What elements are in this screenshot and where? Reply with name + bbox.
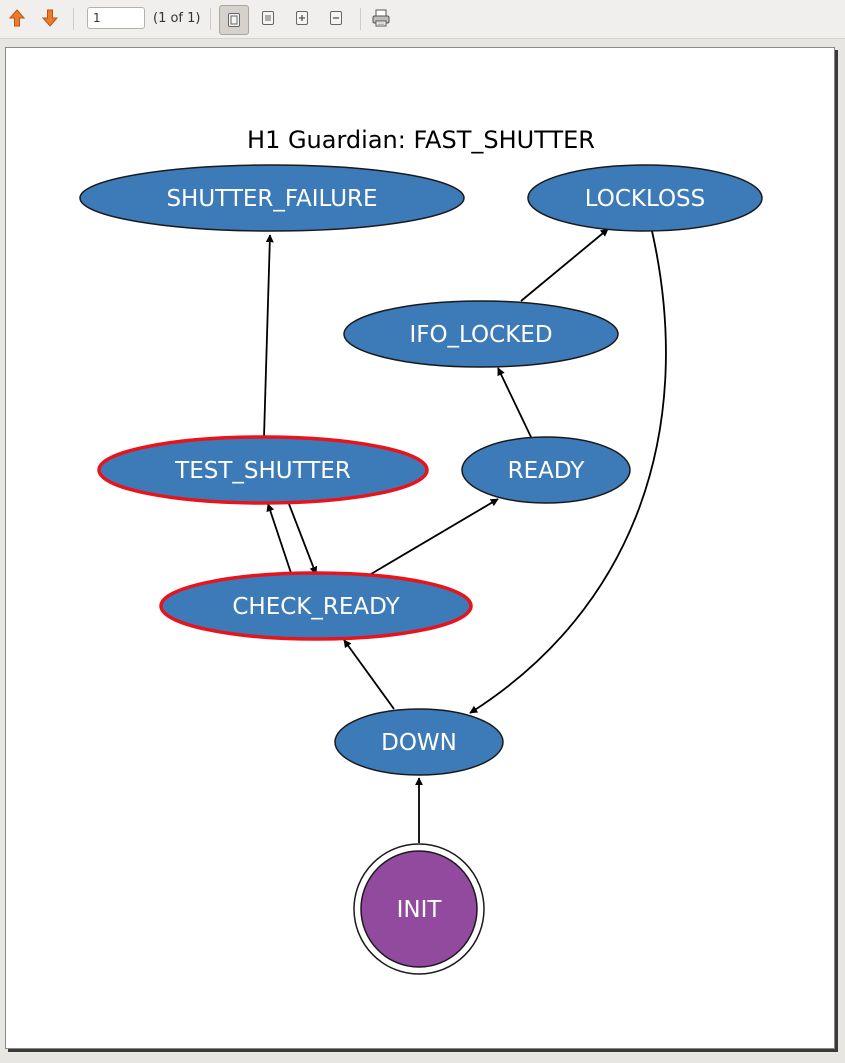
zoom-in-icon[interactable] [290, 6, 314, 30]
viewer-toolbar: (1 of 1) [0, 0, 845, 39]
node-label: TEST_SHUTTER [174, 458, 351, 484]
edge-down-to-check-ready [343, 639, 395, 710]
state-graph: H1 Guardian: FAST_SHUTTER SHUTTER_FAILUR… [79, 126, 763, 975]
toolbar-separator [360, 8, 361, 30]
print-icon[interactable] [369, 6, 393, 30]
node-down: DOWN [334, 708, 504, 776]
graph-edges [263, 228, 667, 843]
edge-test-shutter-to-shutter-failure [263, 234, 274, 438]
node-label: DOWN [381, 730, 457, 756]
zoom-out-icon[interactable] [324, 6, 348, 30]
node-label: IFO_LOCKED [409, 322, 552, 348]
page-count-label: (1 of 1) [153, 11, 201, 26]
node-shutter-failure: SHUTTER_FAILURE [79, 164, 465, 232]
arrow-up-icon[interactable] [5, 6, 29, 30]
edge-ifo-locked-to-lockloss [520, 228, 609, 302]
node-lockloss: LOCKLOSS [527, 164, 763, 232]
edge-test-shutter-to-check-ready [288, 503, 318, 575]
graph-title: H1 Guardian: FAST_SHUTTER [247, 126, 595, 154]
edge-ready-to-ifo-locked [497, 367, 532, 438]
node-label: CHECK_READY [232, 594, 400, 620]
fit-page-icon[interactable] [219, 5, 249, 35]
node-label: READY [508, 458, 586, 484]
fit-width-icon[interactable] [256, 6, 280, 30]
node-label: INIT [397, 897, 443, 923]
edge-check-ready-to-ready [370, 498, 499, 575]
node-check-ready: CHECK_READY [159, 571, 473, 641]
node-test-shutter: TEST_SHUTTER [97, 435, 429, 505]
toolbar-separator [210, 8, 211, 30]
node-init: INIT [353, 843, 485, 975]
page-number-input[interactable] [87, 7, 145, 29]
edge-check-ready-to-test-shutter [266, 503, 292, 574]
node-ifo-locked: IFO_LOCKED [343, 300, 619, 368]
toolbar-separator [73, 8, 74, 30]
node-label: LOCKLOSS [585, 186, 706, 212]
arrow-down-icon[interactable] [38, 6, 62, 30]
document-page: H1 Guardian: FAST_SHUTTER SHUTTER_FAILUR… [5, 47, 835, 1049]
node-ready: READY [461, 436, 631, 504]
node-label: SHUTTER_FAILURE [166, 186, 377, 212]
edge-lockloss-to-down [469, 230, 667, 714]
